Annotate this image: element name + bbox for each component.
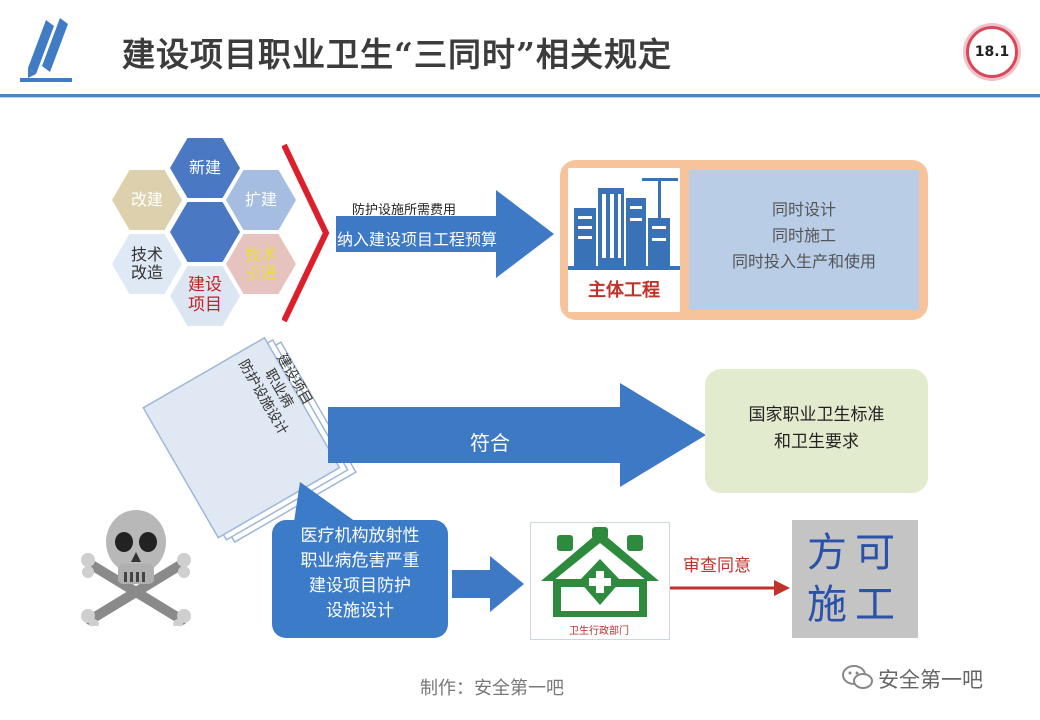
- red-bracket: [281, 143, 332, 327]
- health-department-label: 卫生行政部门: [569, 626, 629, 637]
- national-standard-line-1: 国家职业卫生标准: [748, 405, 885, 425]
- permit-line-1: 方可: [807, 530, 903, 576]
- radiation-line-4: 设施设计: [326, 601, 394, 621]
- wechat-icon: [842, 664, 874, 696]
- hex-expand-label: 扩建: [244, 189, 277, 209]
- callout-pointer: [290, 482, 360, 530]
- submit-arrow: [452, 556, 524, 616]
- hex-rebuild: 改建: [112, 170, 182, 230]
- hex-center-fill: [170, 202, 240, 262]
- hex-new-build: 新建: [170, 138, 240, 198]
- health-department-logo-box: [530, 522, 670, 640]
- header-divider-light: [0, 97, 1040, 98]
- simultaneous-operation: 同时投入生产和使用: [731, 252, 876, 271]
- hex-construction-project-label: 建设 项目: [188, 275, 222, 315]
- footer-credit: 制作：安全第一吧: [420, 678, 564, 699]
- main-project-label: 主体工程: [588, 280, 660, 301]
- construction-permit-box: [792, 520, 918, 638]
- radiation-line-2: 职业病危害严重: [300, 551, 420, 571]
- budget-arrow-main-label: 纳入建设项目工程预算: [337, 230, 498, 249]
- page-title: 建设项目职业卫生“三同时”相关规定: [122, 35, 672, 74]
- radiation-line-3: 建设项目防护: [309, 576, 411, 596]
- simultaneous-construction: 同时施工: [771, 226, 836, 245]
- pencil-icon: [18, 12, 78, 88]
- national-standard-line-2: 和卫生要求: [774, 432, 859, 452]
- three-simultaneous-box: [689, 170, 919, 310]
- building-image: [568, 168, 680, 312]
- radiation-project-box: [272, 520, 448, 638]
- slide-number-badge: 18.1: [966, 26, 1018, 78]
- simultaneous-design: 同时设计: [771, 200, 836, 219]
- hex-rebuild-label: 改建: [130, 189, 163, 209]
- hex-construction-project: 建设 项目: [170, 266, 240, 326]
- radiation-line-1: 医疗机构放射性: [300, 526, 420, 546]
- hex-tech-import-label: 技术 引进: [244, 244, 277, 282]
- national-standard-panel: [705, 369, 928, 493]
- design-document-stack: [140, 322, 380, 566]
- budget-arrow: [336, 188, 556, 284]
- permit-line-2: 施工: [807, 582, 903, 628]
- hex-new-build-label: 新建: [188, 157, 221, 177]
- project-types-cluster: 新建 改建 扩建 技术 改造 技术 引进 建设 项目: [110, 130, 310, 330]
- header-divider: [0, 94, 1040, 97]
- national-standard-text: 国家职业卫生标准 和卫生要求: [705, 402, 928, 456]
- conform-label: 符合: [470, 431, 510, 455]
- three-simultaneous-text: 同时设计 同时施工 同时投入生产和使用: [689, 197, 919, 275]
- watermark-text: 安全第一吧: [878, 668, 983, 692]
- radiation-project-text: 医疗机构放射性 职业病危害严重 建设项目防护 设施设计: [272, 524, 448, 624]
- skull-crossbones-icon: [80, 502, 192, 630]
- conform-arrow: [328, 383, 708, 491]
- budget-arrow-small-label: 防护设施所需费用: [352, 203, 457, 218]
- approval-label: 审查同意: [683, 556, 751, 576]
- construction-permit-text: 方可 施工: [792, 527, 918, 631]
- hex-tech-renovation: 技术 改造: [112, 234, 182, 294]
- hex-tech-renovation-label: 技术 改造: [130, 244, 163, 282]
- approval-arrow: [670, 578, 792, 602]
